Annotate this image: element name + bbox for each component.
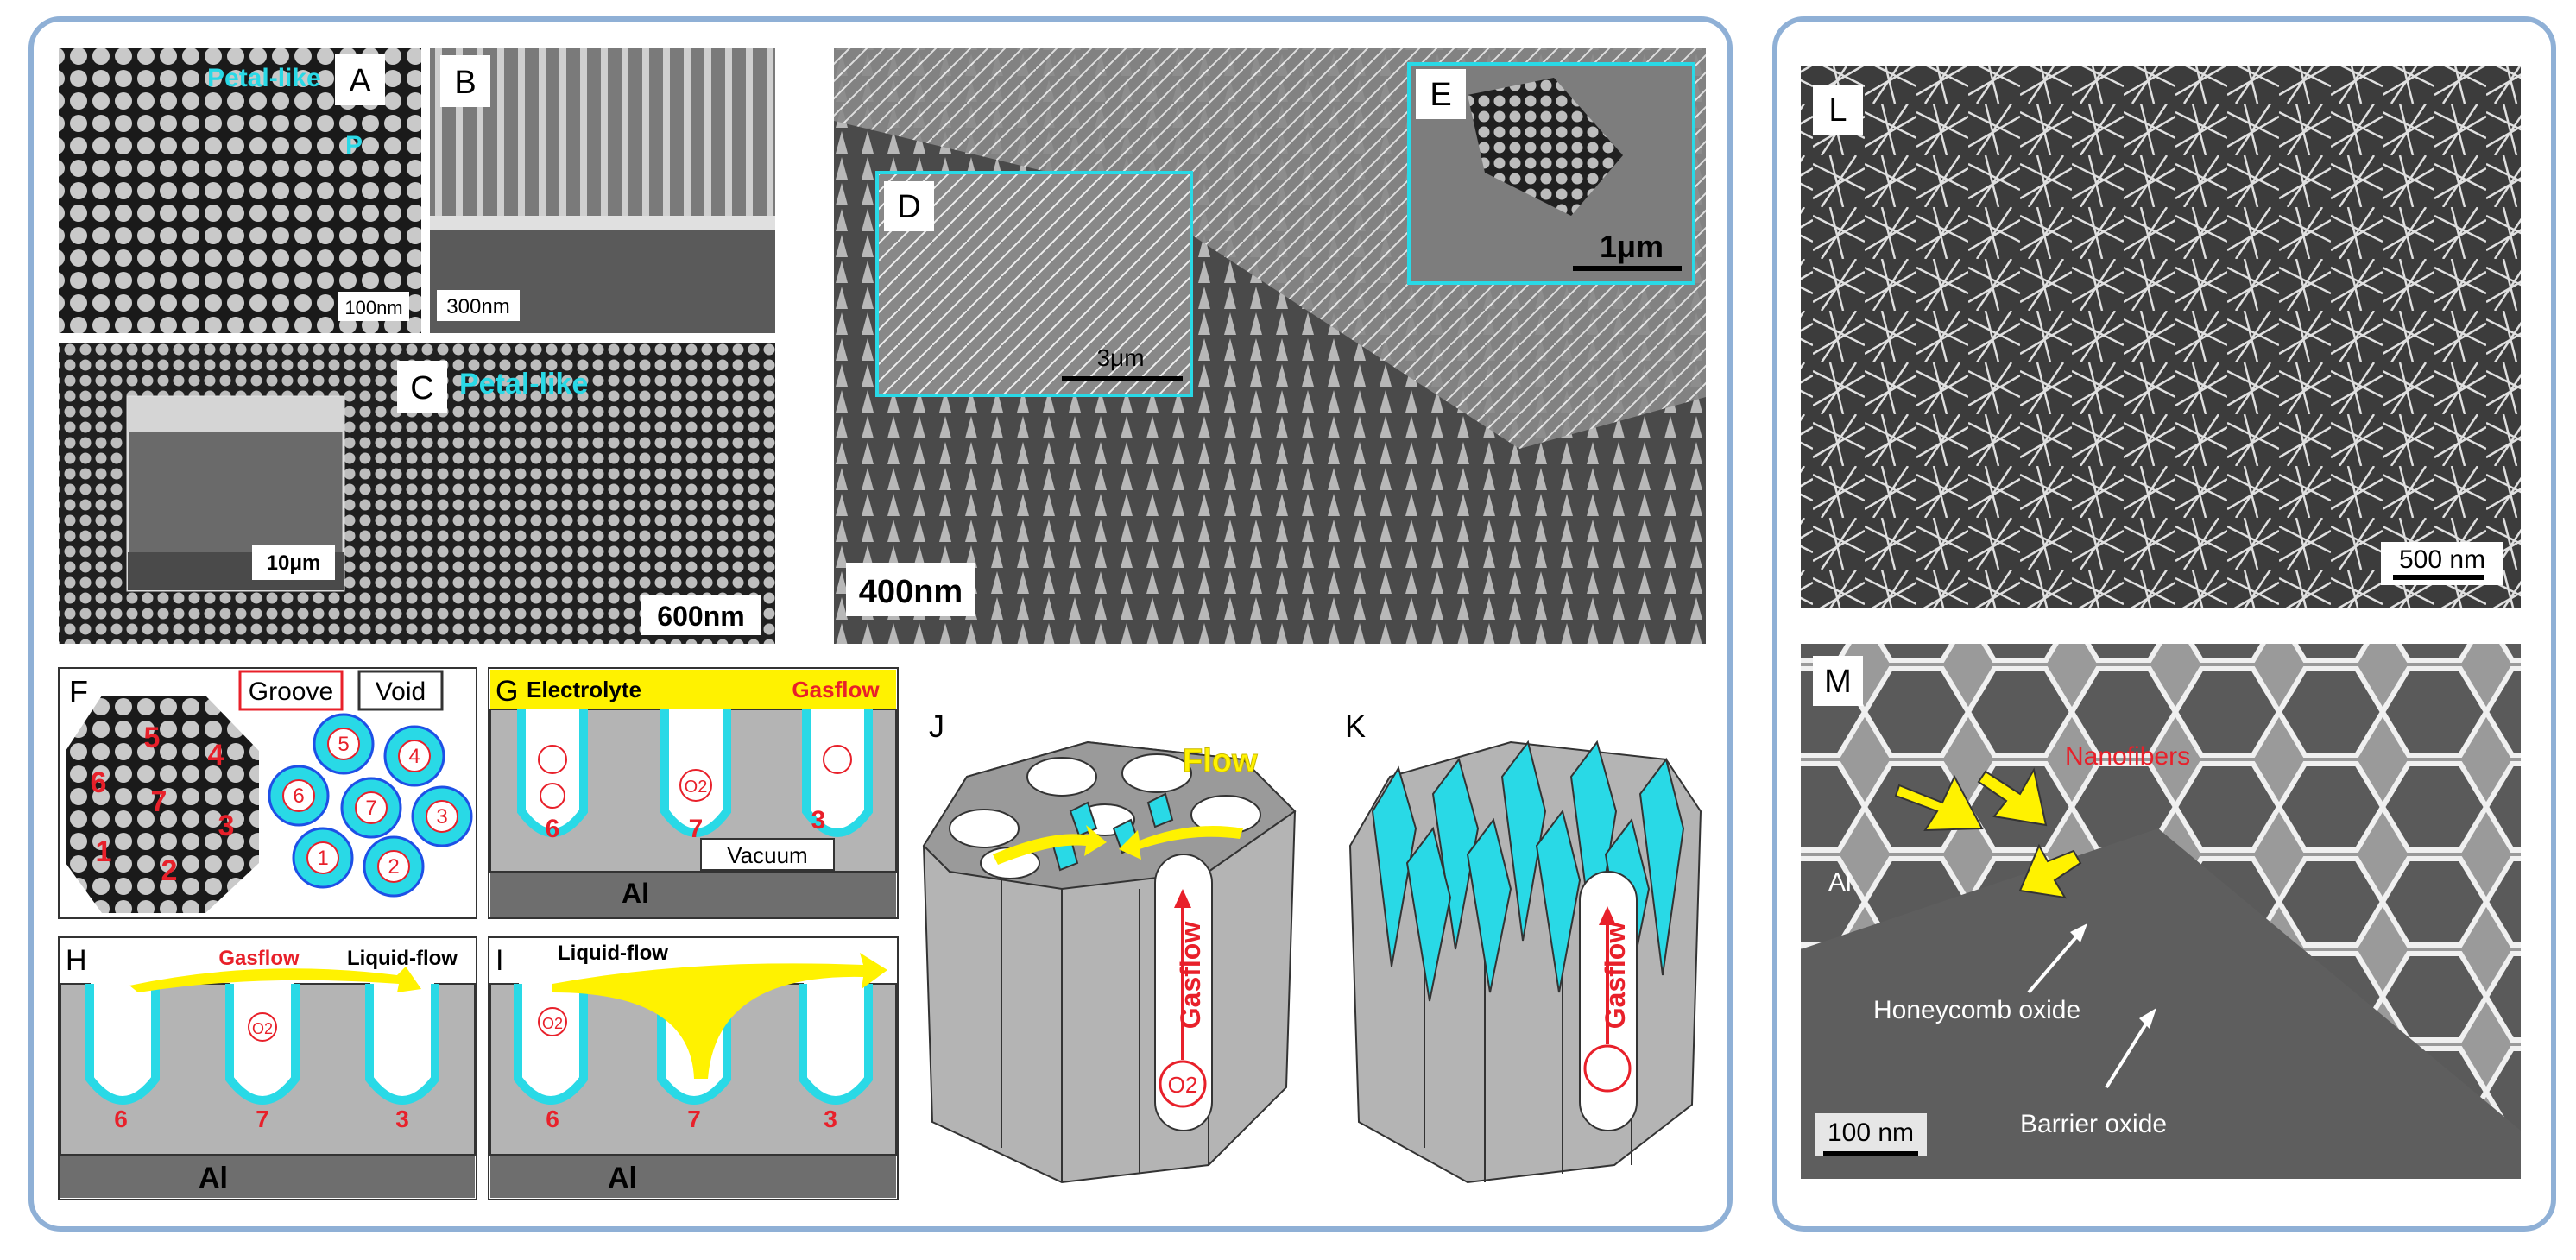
panel-k: Gasflow K [1345,709,1702,1184]
panel-c: 10μm C Petal-like 600nm [59,343,775,644]
panel-h: H Gasflow Liquid-flow O2 6 7 3 Al [58,936,477,1200]
g-o2-label: O2 [685,778,708,797]
panel-l-letter: L [1828,92,1847,129]
i-pore-7: 7 [687,1106,701,1132]
f-num-1: 1 [96,835,112,868]
panel-d-letter: D [897,189,920,225]
panel-a-tag: Petal-like [207,64,321,92]
groove-label: Groove [249,677,333,706]
h-al-label: Al [199,1162,228,1194]
panel-l: L 500 nm [1801,66,2521,608]
panel-c-inset-scale: 10μm [267,551,321,575]
f-circ-4: 4 [408,745,420,768]
f-num-2: 2 [161,854,178,887]
j-gasflow-label: Gasflow [1175,922,1206,1030]
panel-a-p: P [345,131,363,160]
g-al-label: Al [622,878,649,909]
panel-c-scale: 600nm [657,601,744,632]
i-o2-label: O2 [542,1015,563,1032]
f-circ-7: 7 [365,797,376,820]
panel-m: M Nanofibers Al Honeycomb oxide Barrier … [1801,644,2521,1179]
h-pore-3: 3 [395,1106,409,1132]
f-circ-1: 1 [317,847,328,870]
h-gasflow-label: Gasflow [218,947,300,970]
g-gasflow-label: Gasflow [792,677,880,702]
panel-h-letter: H [66,944,87,977]
nanofibers-label: Nanofibers [2065,742,2190,771]
panel-f-letter: F [69,674,88,709]
honeycomb-label: Honeycomb oxide [1873,996,2080,1024]
g-pore-7: 7 [689,815,704,843]
panel-m-scale: 100 nm [1828,1118,1914,1147]
f-num-5: 5 [144,721,161,754]
main-scale: 400nm [859,574,963,610]
panel-f: F Groove Void 5 4 6 7 3 1 2 5 4 6 7 [58,667,477,919]
panel-c-letter: C [410,370,433,406]
h-liquid-label: Liquid-flow [347,947,458,970]
h-o2-label: O2 [252,1020,273,1037]
h-pore-6: 6 [114,1106,128,1132]
panel-g-letter: G [496,675,518,708]
panel-i-letter: I [496,944,503,977]
electrolyte-label: Electrolyte [527,677,641,702]
left-frame [28,16,1733,1232]
f-num-3: 3 [218,810,235,842]
k-gasflow-label: Gasflow [1600,922,1631,1030]
panel-e-scale: 1μm [1600,229,1664,264]
f-circ-5: 5 [338,733,349,756]
right-frame [1772,16,2556,1232]
panel-a-letter: A [349,63,371,99]
panel-b-scale: 300nm [446,295,509,318]
j-flow-label: Flow [1183,743,1258,779]
panel-j: O2 Gasflow J Flow [922,709,1297,1184]
panel-k-letter: K [1345,709,1366,744]
panel-l-scale: 500 nm [2399,545,2485,574]
f-circ-6: 6 [293,784,304,808]
i-al-label: Al [608,1162,637,1194]
f-num-6: 6 [91,766,107,799]
panel-d-scale: 3μm [1096,344,1144,371]
panel-m-letter: M [1824,664,1852,700]
panel-g: G Electrolyte Gasflow O2 6 7 3 Vacuum Al [488,667,899,919]
g-pore-3: 3 [811,806,826,835]
f-circ-3: 3 [436,805,447,828]
panel-a: A Petal-like P 100nm [59,48,421,333]
m-al-label: Al [1828,868,1852,897]
panel-i: I Liquid-flow O2 6 7 3 Al [488,936,899,1200]
h-pore-7: 7 [256,1106,269,1132]
vacuum-label: Vacuum [727,842,807,868]
g-pore-6: 6 [546,815,560,843]
j-o2-label: O2 [1168,1072,1198,1098]
f-circ-2: 2 [388,855,399,879]
panel-c-tag: Petal-like [459,368,588,400]
f-num-7: 7 [151,785,167,818]
barrier-label: Barrier oxide [2020,1110,2167,1138]
panel-a-scale: 100nm [344,297,402,318]
panel-b: B 300nm [430,48,775,333]
i-pore-3: 3 [824,1106,837,1132]
panel-e-letter: E [1430,77,1451,113]
f-num-4: 4 [208,739,224,772]
void-label: Void [376,677,426,706]
panel-main-sem: 400nm D 3μm E 1μm [834,48,1706,644]
i-liquid-label: Liquid-flow [558,942,668,965]
i-pore-6: 6 [546,1106,559,1132]
panel-j-letter: J [929,709,944,744]
panel-b-letter: B [454,65,476,101]
